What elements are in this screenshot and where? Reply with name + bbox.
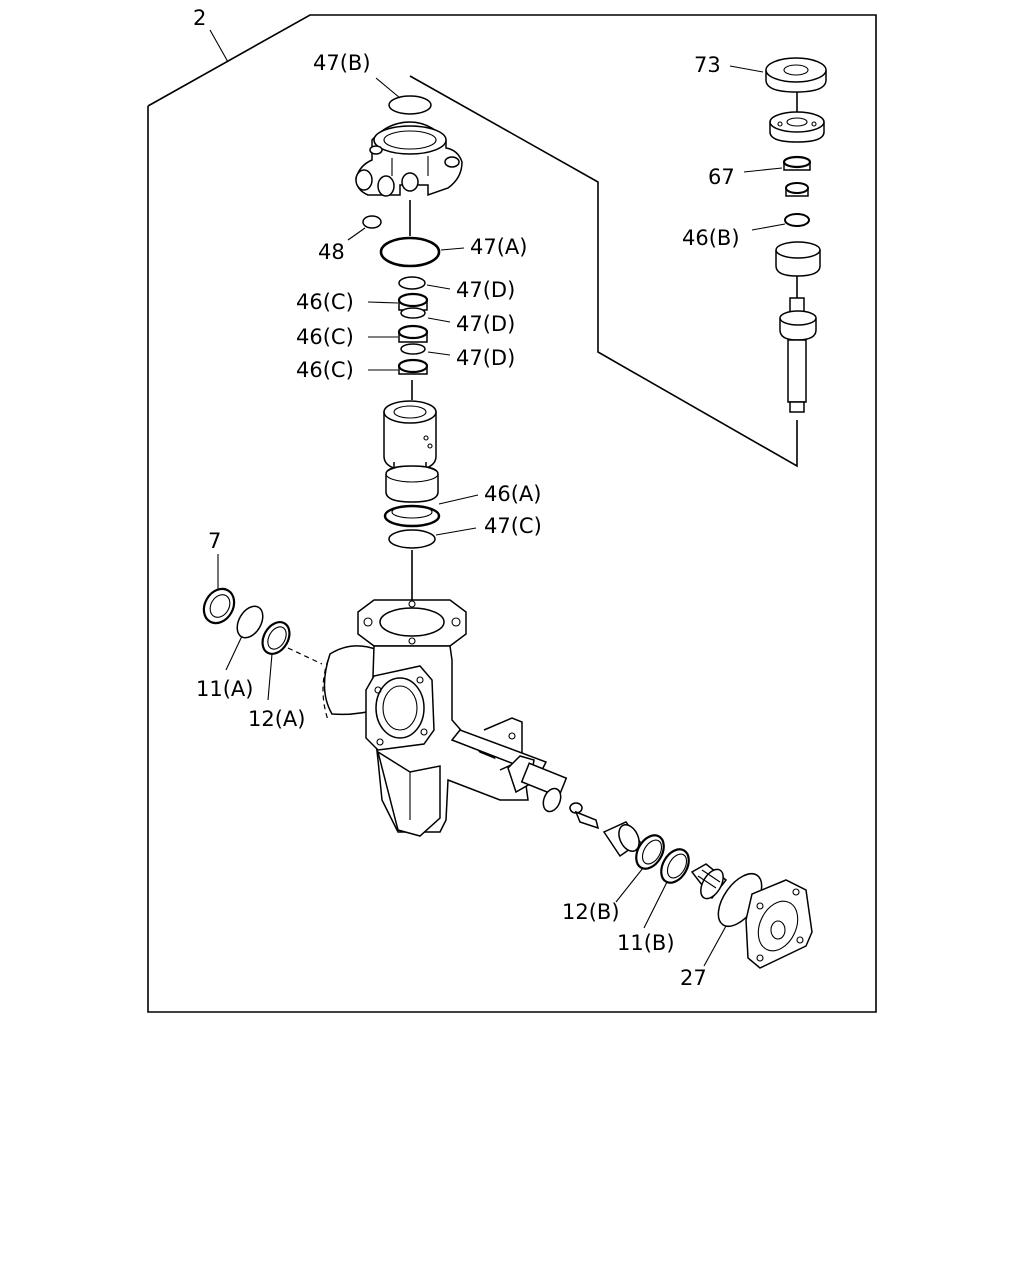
- leader-46a: [438, 494, 479, 505]
- callout-48: 48: [318, 240, 345, 264]
- callout-73: 73: [694, 53, 721, 77]
- leader-46b: [751, 223, 786, 231]
- callout-11b: 11(B): [617, 931, 675, 955]
- subassembly-bracket: [409, 75, 798, 468]
- seal-12a: [261, 621, 291, 655]
- assembly-frame: [147, 14, 877, 1013]
- oring-47d-1: [398, 276, 426, 290]
- leader-73: [729, 65, 764, 73]
- callout-46c-1: 46(C): [296, 290, 354, 314]
- bearing-small: [785, 182, 809, 197]
- callout-46a: 46(A): [484, 482, 541, 506]
- callout-47b-top: 47(B): [313, 51, 371, 75]
- sleeve-cup: [775, 241, 821, 277]
- seal-46c-2: [397, 324, 429, 355]
- leader-47d-2: [427, 317, 451, 323]
- callout-67: 67: [708, 165, 735, 189]
- seal-46c-1: [397, 292, 429, 319]
- leader-12b: [615, 867, 644, 903]
- callout-47d-2: 47(D): [456, 312, 515, 336]
- callout-47c: 47(C): [484, 514, 542, 538]
- end-cover: [745, 879, 813, 969]
- oring-47a: [379, 236, 441, 268]
- leader-48: [347, 227, 366, 241]
- callout-46c-3: 46(C): [296, 358, 354, 382]
- callout-12a: 12(A): [248, 707, 305, 731]
- sector-shaft: [450, 729, 600, 830]
- callout-46b: 46(B): [682, 226, 740, 250]
- retainer-plate: [769, 111, 825, 143]
- seal-67: [782, 155, 812, 171]
- oring-47b-top: [388, 95, 432, 115]
- oring-46b: [784, 213, 810, 227]
- cone-bearing: [602, 821, 642, 858]
- seal-46c-3: [397, 358, 429, 375]
- input-shaft: [779, 297, 817, 413]
- callout-27: 27: [680, 966, 707, 990]
- callout-46c-2: 46(C): [296, 325, 354, 349]
- valve-spool-body: [383, 400, 439, 503]
- leader-47d-3: [427, 351, 451, 356]
- seal-11b: [660, 848, 690, 884]
- leader-47b: [375, 77, 401, 99]
- callout-7: 7: [208, 529, 221, 553]
- needle-bearing: [690, 863, 728, 900]
- oring-48: [362, 215, 382, 229]
- callout-12b: 12(B): [562, 900, 620, 924]
- leader-11b: [643, 881, 668, 929]
- leader-67: [743, 167, 783, 173]
- leader-47c: [435, 527, 477, 536]
- washer-73: [765, 57, 827, 93]
- leader-27: [703, 925, 727, 967]
- callout-2: 2: [193, 6, 206, 30]
- callout-47d-1: 47(D): [456, 278, 515, 302]
- seal-7: [202, 587, 236, 625]
- leader-2: [209, 29, 229, 63]
- callout-47d-3: 47(D): [456, 346, 515, 370]
- leader-11a: [225, 635, 243, 671]
- gear-housing: [322, 599, 529, 837]
- leader-47a: [440, 247, 465, 251]
- leader-12a: [267, 653, 273, 701]
- oring-47c: [388, 529, 436, 549]
- callout-11a: 11(A): [196, 677, 253, 701]
- leader-46c-1: [367, 301, 399, 304]
- seal-12b: [635, 834, 665, 870]
- ring-46a: [383, 504, 441, 528]
- leader-47d-1: [426, 284, 451, 290]
- callout-47a: 47(A): [470, 235, 527, 259]
- valve-housing-top: [355, 121, 463, 197]
- axis-line-left: [287, 647, 323, 665]
